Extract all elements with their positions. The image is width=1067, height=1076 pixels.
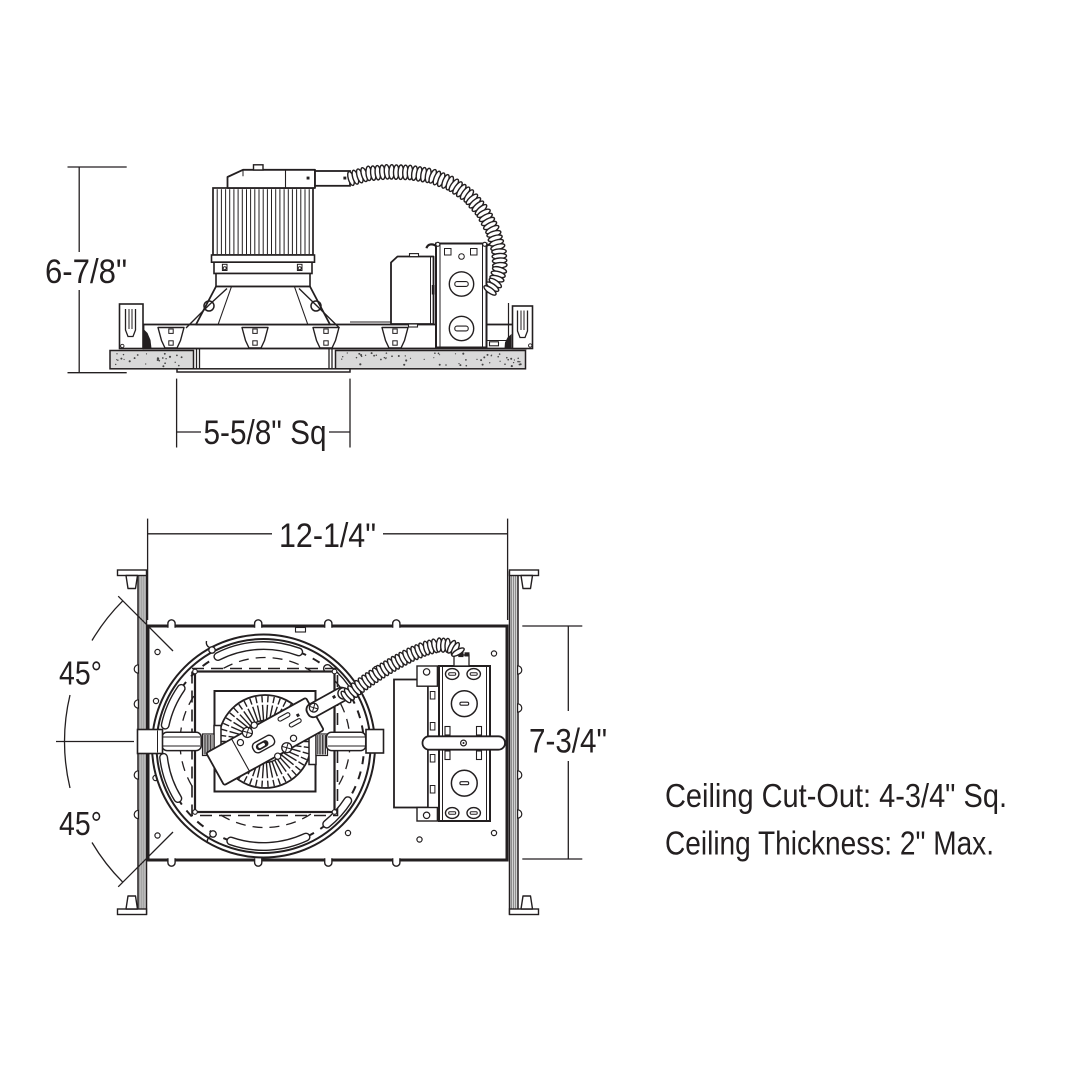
junction-box-side [425,241,498,349]
hanger-bracket-right-side [504,303,534,350]
dim-trim: 5-5/8" Sq [175,378,351,452]
dim-depth-label: 7-3/4" [529,723,607,761]
bar-hanger-right [508,569,540,916]
dim-height-label: 6-7/8" [45,253,127,291]
dim-height: 6-7/8" [45,166,127,374]
ceiling-section-left [109,349,195,370]
frame-rivets [152,648,498,843]
angle-upper-label: 45° [59,655,102,692]
lamp-arm [205,686,350,786]
tilt-annotation: 45° 45° [56,600,134,883]
note-ceiling-cutout: Ceiling Cut-Out: 4-3/4" Sq. [665,777,1007,814]
aux-box-side [390,253,435,328]
note-ceiling-thickness: Ceiling Thickness: 2" Max. [665,825,994,862]
dim-depth: 7-3/4" [522,625,607,860]
notes: Ceiling Cut-Out: 4-3/4" Sq. Ceiling Thic… [665,777,1007,862]
side-elevation-view: 6-7/8" 5-5/8" Sq [45,164,534,452]
torsion-spring-left [136,724,222,766]
driver-box [226,164,316,189]
housing-cone [195,285,331,326]
flex-conduit-side [347,164,508,296]
heatsink-fins [212,187,314,256]
dim-width-label: 12-1/4" [279,517,376,555]
torsion-wires-side [185,287,340,329]
ceiling-section-right [334,349,527,370]
hanger-bracket-left-side [118,303,152,350]
trim-collar [176,348,351,373]
dim-width: 12-1/4" [146,517,509,620]
angle-lower-label: 45° [59,805,102,842]
rail-clips-side [157,326,409,349]
junction-box-plan [393,651,506,822]
frame-fold-lines [117,595,174,888]
flex-conduit-plan [340,637,465,704]
plan-view: 12-1/4" 7-3/4" 45° 45° [56,517,607,916]
dim-trim-label: 5-5/8" Sq [204,414,327,452]
heatsink-base [210,254,316,288]
